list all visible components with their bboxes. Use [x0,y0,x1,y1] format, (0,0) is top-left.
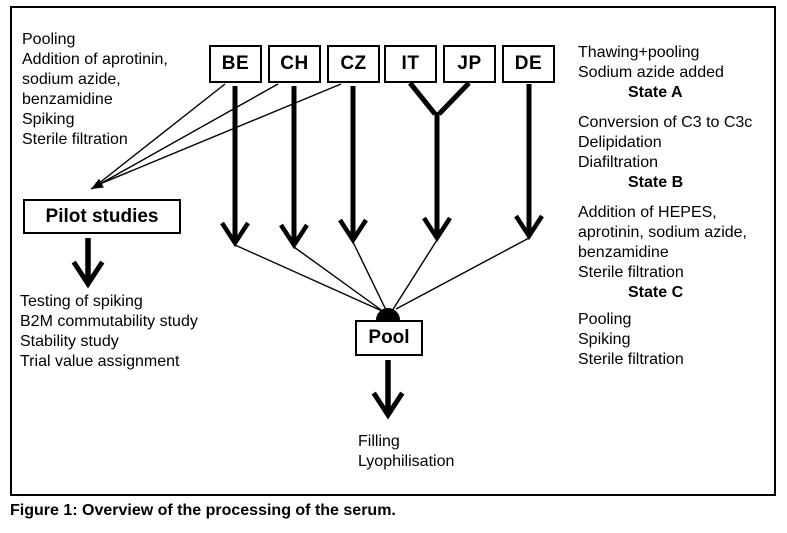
note-line: Stability study [20,333,119,350]
note-line: sodium azide, [22,71,121,88]
figure-caption: Figure 1: Overview of the processing of … [10,502,396,519]
pilot-output-notes: Testing of spiking B2M commutability stu… [20,292,198,372]
final-pool-notes: Pooling Spiking Sterile filtration [578,310,684,370]
note-line: Pooling [22,31,76,48]
country-box-it: IT [384,45,437,83]
country-flow-arrows [220,81,544,250]
country-box-cz: CZ [327,45,380,83]
note-line: Sterile filtration [22,131,128,148]
note-line: B2M commutability study [20,313,198,330]
state-b-label: State B [628,174,684,191]
note-line: Diafiltration [578,154,659,171]
note-line: Lyophilisation [358,453,455,470]
note-line: Thawing+pooling [578,44,700,61]
country-box-jp: JP [443,45,496,83]
state-c-label: State C [628,284,684,301]
pool-output-notes: Filling Lyophilisation [358,432,454,472]
state-a-label: State A [628,84,683,101]
note-line: aprotinin, sodium azide, [578,224,747,241]
note-line: Spiking [22,111,75,128]
state-a-notes: Thawing+pooling Sodium azide added State… [578,43,724,103]
note-line: Conversion of C3 to C3c [578,114,753,131]
note-line: Testing of spiking [20,293,143,310]
note-line: Sodium azide added [578,64,724,81]
country-box-ch: CH [268,45,321,83]
note-line: Addition of HEPES, [578,204,717,221]
note-line: Sterile filtration [578,264,684,281]
preprocessing-notes: Pooling Addition of aprotinin, sodium az… [22,30,168,150]
note-line: benzamidine [22,91,113,108]
country-box-be: BE [209,45,262,83]
state-c-notes: Addition of HEPES, aprotinin, sodium azi… [578,203,747,303]
note-line: Delipidation [578,134,662,151]
note-line: Trial value assignment [20,353,180,370]
state-b-notes: Conversion of C3 to C3c Delipidation Dia… [578,113,752,193]
pool-junction-blob [376,308,400,320]
note-line: Addition of aprotinin, [22,51,168,68]
note-line: Spiking [578,331,631,348]
diagram-frame: Pooling Addition of aprotinin, sodium az… [10,6,776,496]
converge-lines-to-pool [234,237,530,313]
note-line: Sterile filtration [578,351,684,368]
flow-arrows-layer [71,81,544,420]
pilot-studies-box: Pilot studies [23,199,181,234]
note-line: Pooling [578,311,632,328]
fan-lines-to-pilot [90,83,342,190]
note-line: Filling [358,433,400,450]
country-box-de: DE [502,45,555,83]
pool-box: Pool [355,320,423,356]
note-line: benzamidine [578,244,669,261]
